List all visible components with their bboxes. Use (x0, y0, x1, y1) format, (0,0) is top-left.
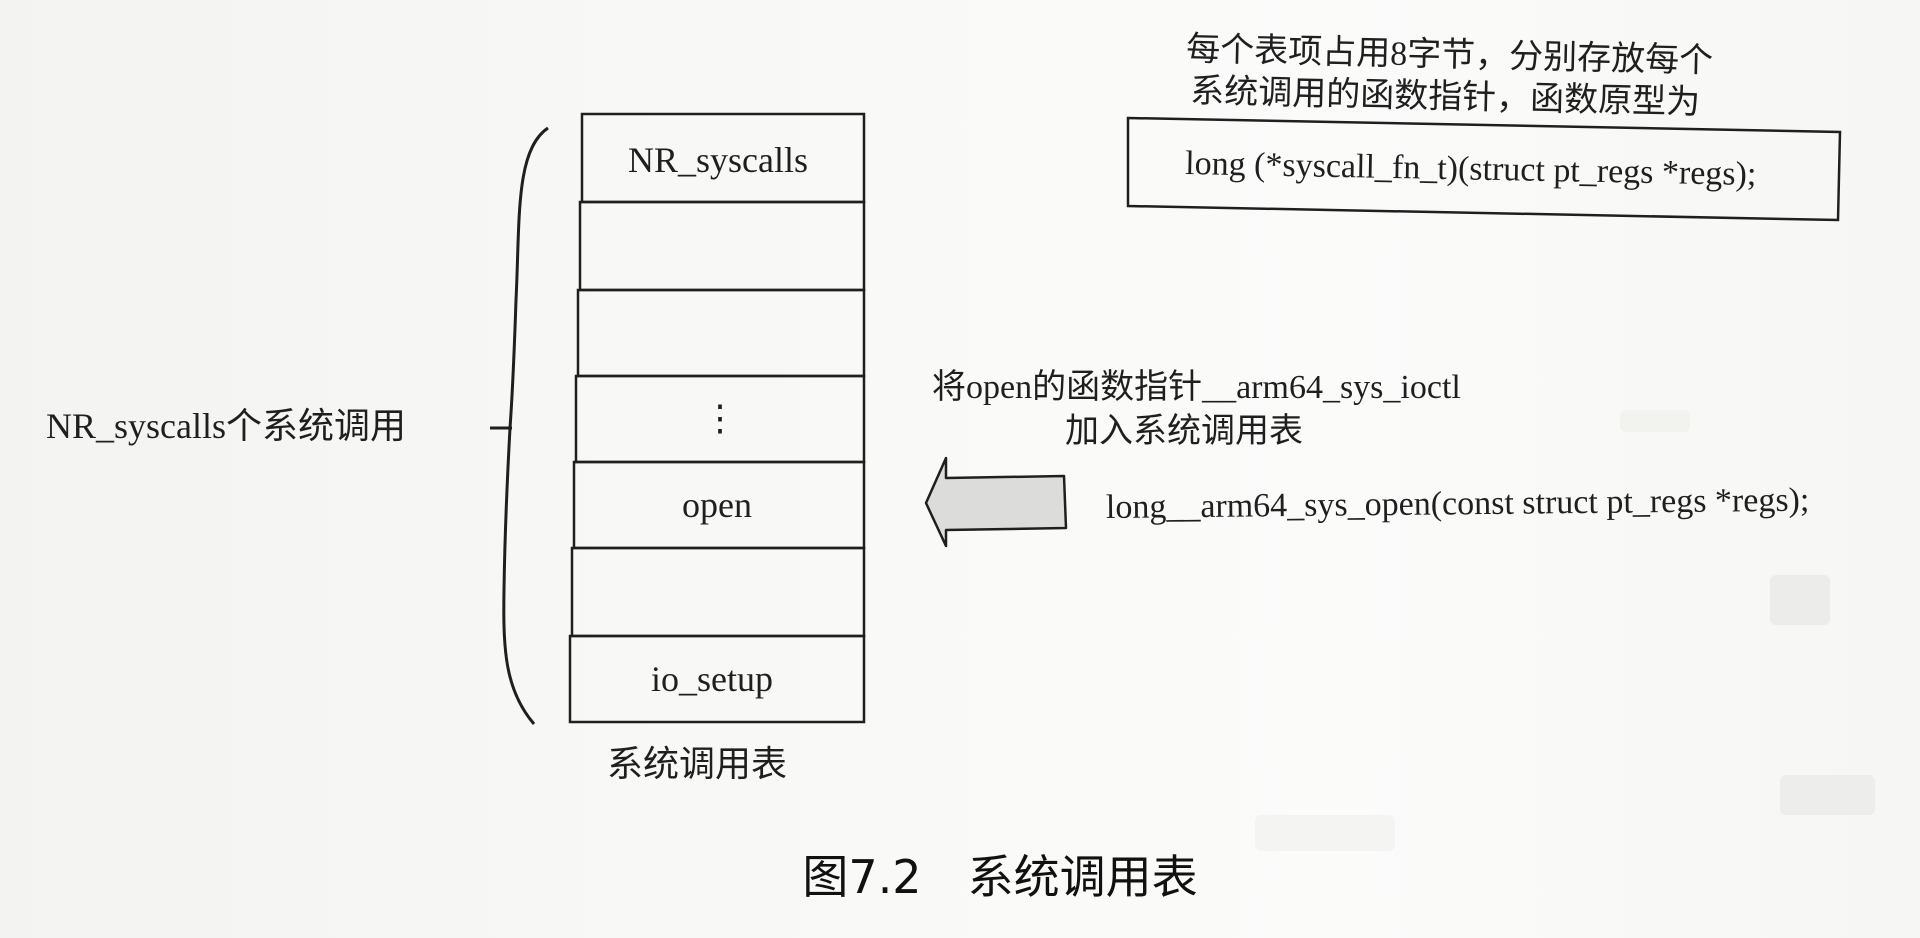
table-caption: 系统调用表 (607, 744, 787, 784)
left-brace-icon (502, 126, 549, 725)
top-note-line-2: 系统调用的函数指针，函数原型为 (1190, 72, 1701, 122)
cell-label-ellipsis: ⋮ (702, 398, 738, 438)
bleed-through-marks (1255, 410, 1875, 851)
side-label: NR_syscalls个系统调用 (46, 406, 406, 446)
prototype-text: long (*syscall_fn_t)(struct pt_regs *reg… (1185, 145, 1757, 193)
table-cell-empty-2 (576, 288, 866, 378)
top-note-line-1: 每个表项占用8字节，分别存放每个 (1186, 30, 1714, 80)
middle-note-line-2: 加入系统调用表 (1065, 412, 1303, 450)
table-cell-io-setup (568, 634, 866, 724)
figure-caption: 图7.2 系统调用表 (802, 850, 1197, 904)
open-prototype-text: long__arm64_sys_open(const struct pt_reg… (1106, 482, 1810, 526)
table-cell-empty-3 (570, 546, 866, 638)
left-arrow-icon (924, 456, 1068, 548)
cell-label-open: open (682, 485, 752, 525)
prototype-box (1126, 116, 1842, 222)
cell-label-nr-syscalls: NR_syscalls (628, 140, 808, 180)
middle-note-line-1: 将open的函数指针__arm64_sys_ioctl (932, 368, 1461, 406)
cell-label-io-setup: io_setup (651, 659, 773, 699)
table-cell-empty-1 (578, 200, 866, 292)
syscall-table (568, 112, 866, 724)
